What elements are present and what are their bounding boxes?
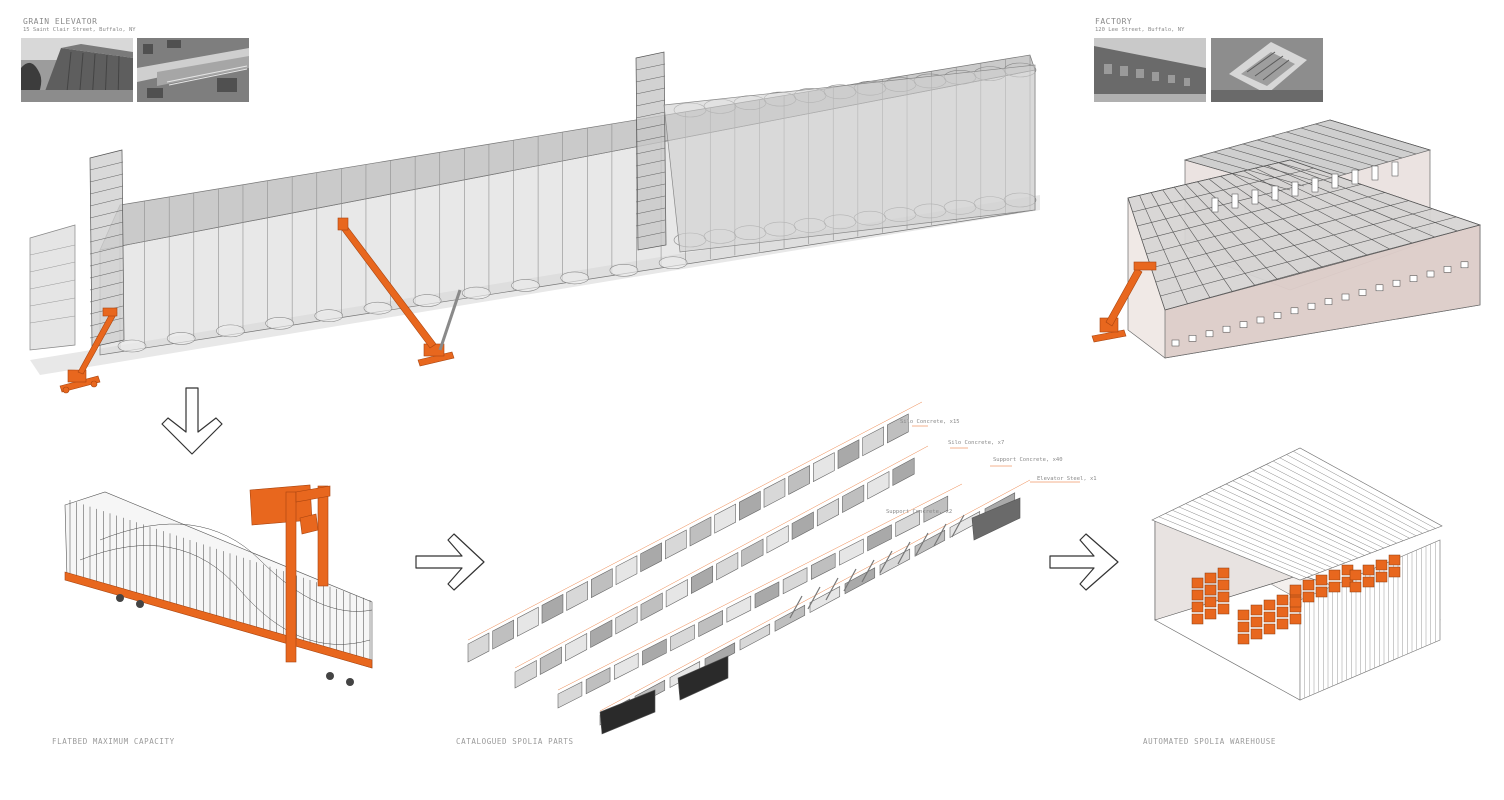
caption-flatbed: FLATBED MAXIMUM CAPACITY bbox=[52, 737, 175, 746]
catalogued-parts-model bbox=[467, 401, 1080, 735]
part-label-silo-7: Silo Concrete, x7 bbox=[948, 440, 1004, 446]
grain-elevator-title: GRAIN ELEVATOR bbox=[23, 17, 98, 26]
crane-factory bbox=[1091, 261, 1157, 343]
factory-model bbox=[1127, 119, 1482, 359]
crane-left bbox=[59, 307, 118, 394]
warehouse-model bbox=[1151, 447, 1443, 701]
grain-elevator-model bbox=[29, 51, 1040, 375]
grain-elevator-photo-1 bbox=[21, 38, 133, 102]
factory-photo-2 bbox=[1211, 38, 1323, 102]
grain-elevator-address: 15 Saint Clair Street, Buffalo, NY bbox=[23, 27, 136, 33]
flatbed-model bbox=[64, 484, 373, 686]
part-label-elevator-steel: Elevator Steel, x1 bbox=[1037, 476, 1097, 482]
arrow-down-icon bbox=[161, 387, 223, 455]
caption-catalogued: CATALOGUED SPOLIA PARTS bbox=[456, 737, 574, 746]
part-label-silo-15: Silo Concrete, x15 bbox=[900, 419, 960, 425]
arrow-right-icon bbox=[415, 533, 485, 591]
factory-photo-1 bbox=[1094, 38, 1206, 102]
part-label-support-40: Support Concrete, x40 bbox=[993, 457, 1063, 463]
factory-address: 120 Lee Street, Buffalo, NY bbox=[1095, 27, 1185, 33]
part-label-support-2: Support Concrete, x2 bbox=[886, 509, 952, 515]
crane-middle bbox=[337, 217, 462, 367]
arrow-right-icon-2 bbox=[1049, 533, 1119, 591]
factory-title: FACTORY bbox=[1095, 17, 1133, 26]
caption-warehouse: AUTOMATED SPOLIA WAREHOUSE bbox=[1143, 737, 1276, 746]
grain-elevator-photo-2 bbox=[137, 38, 249, 102]
